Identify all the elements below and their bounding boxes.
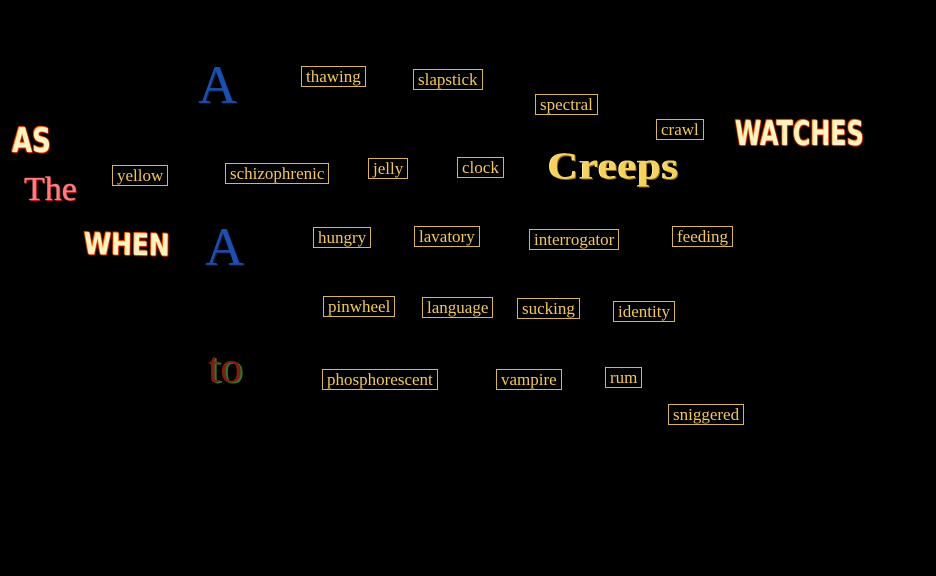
word-watches[interactable]: WATCHES [735, 114, 864, 154]
word-when[interactable]: WHEN [83, 227, 170, 264]
word-tile-feeding[interactable]: feeding [672, 226, 733, 247]
word-tile-phosphorescent[interactable]: phosphorescent [322, 369, 438, 390]
word-a-top[interactable]: A [198, 55, 237, 115]
word-a-middle[interactable]: A [205, 217, 244, 277]
word-tile-jelly[interactable]: jelly [368, 158, 409, 179]
word-to[interactable]: to [208, 343, 243, 392]
word-tile-identity[interactable]: identity [613, 301, 675, 322]
word-tile-sucking[interactable]: sucking [517, 298, 580, 319]
word-tile-sniggered[interactable]: sniggered [668, 404, 745, 425]
word-tile-crawl[interactable]: crawl [656, 119, 704, 140]
word-tile-interrogator[interactable]: interrogator [529, 229, 620, 250]
word-creeps[interactable]: Creeps [548, 146, 680, 188]
word-tile-spectral[interactable]: spectral [535, 94, 598, 115]
word-as[interactable]: AS [12, 121, 51, 161]
word-tile-thawing[interactable]: thawing [301, 66, 366, 87]
word-tile-hungry[interactable]: hungry [313, 227, 372, 248]
word-tile-vampire[interactable]: vampire [496, 369, 562, 390]
word-tile-language[interactable]: language [422, 297, 494, 318]
word-tile-schizophrenic[interactable]: schizophrenic [225, 163, 330, 184]
word-tile-yellow[interactable]: yellow [112, 165, 169, 186]
word-tile-rum[interactable]: rum [605, 367, 643, 388]
word-tile-lavatory[interactable]: lavatory [414, 226, 480, 247]
word-tile-pinwheel[interactable]: pinwheel [323, 296, 396, 317]
word-tile-slapstick[interactable]: slapstick [413, 69, 483, 90]
word-the[interactable]: The [24, 171, 77, 208]
word-tile-clock[interactable]: clock [457, 157, 504, 178]
